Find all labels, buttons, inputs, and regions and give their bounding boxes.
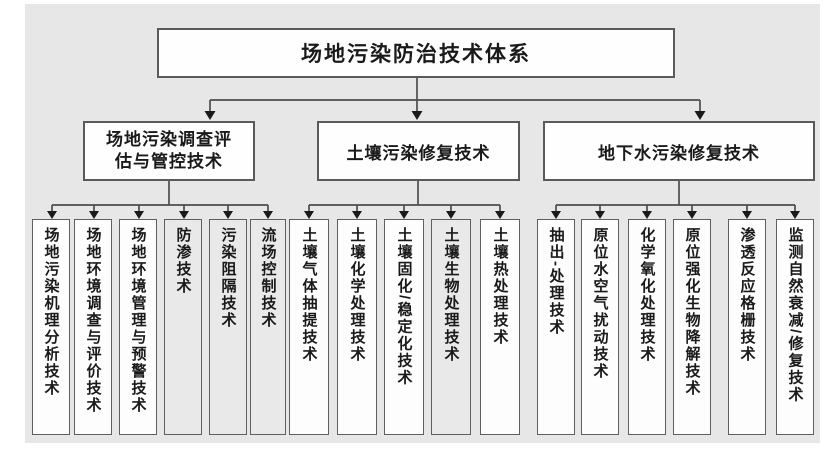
branch-label: 场地污染调查评估与管控技术 <box>106 129 232 171</box>
branch-groundwater-remediation: 地下水污染修复技术 <box>543 121 815 181</box>
leaf-site-env-management-warning: 场地环境管理与预警技术 <box>119 219 157 435</box>
leaf-chemical-oxidation: 化学氧化处理技术 <box>628 219 666 435</box>
leaf-in-situ-enhanced-biodegradation: 原位强化生物降解技术 <box>673 219 711 435</box>
leaf-soil-chemical-treatment: 土壤化学处理技术 <box>337 219 377 435</box>
leaf-in-situ-air-sparging: 原位水空气扰动技术 <box>581 219 619 435</box>
leaf-pollution-barrier: 污染阻隔技术 <box>209 219 247 435</box>
leaf-pollution-mechanism-analysis: 场地污染机理分析技术 <box>32 219 70 435</box>
leaf-soil-gas-extraction: 土壤气体抽提技术 <box>289 219 329 435</box>
leaf-soil-biological-treatment: 土壤生物处理技术 <box>431 219 471 435</box>
branch-label: 地下水污染修复技术 <box>598 143 760 163</box>
leaf-pump-and-treat: 抽出-处理技术 <box>537 219 575 435</box>
leaf-soil-solidification-stabilization: 土壤固化/稳定化技术 <box>384 219 424 435</box>
leaf-monitored-natural-attenuation: 监测自然衰减/修复技术 <box>776 219 814 435</box>
leaf-anti-seepage: 防渗技术 <box>164 219 202 435</box>
branch-soil-remediation: 土壤污染修复技术 <box>317 121 520 181</box>
root-node: 场地污染防治技术体系 <box>157 28 675 78</box>
leaf-site-env-investigation-evaluation: 场地环境调查与评价技术 <box>74 219 112 435</box>
leaf-flow-field-control: 流场控制技术 <box>250 219 286 435</box>
branch-investigation-assessment-control: 场地污染调查评估与管控技术 <box>83 121 255 181</box>
leaf-permeable-reactive-barrier: 渗透反应格栅技术 <box>728 219 766 435</box>
leaf-soil-thermal-treatment: 土壤热处理技术 <box>480 219 520 435</box>
branch-label: 土壤污染修复技术 <box>346 143 491 163</box>
